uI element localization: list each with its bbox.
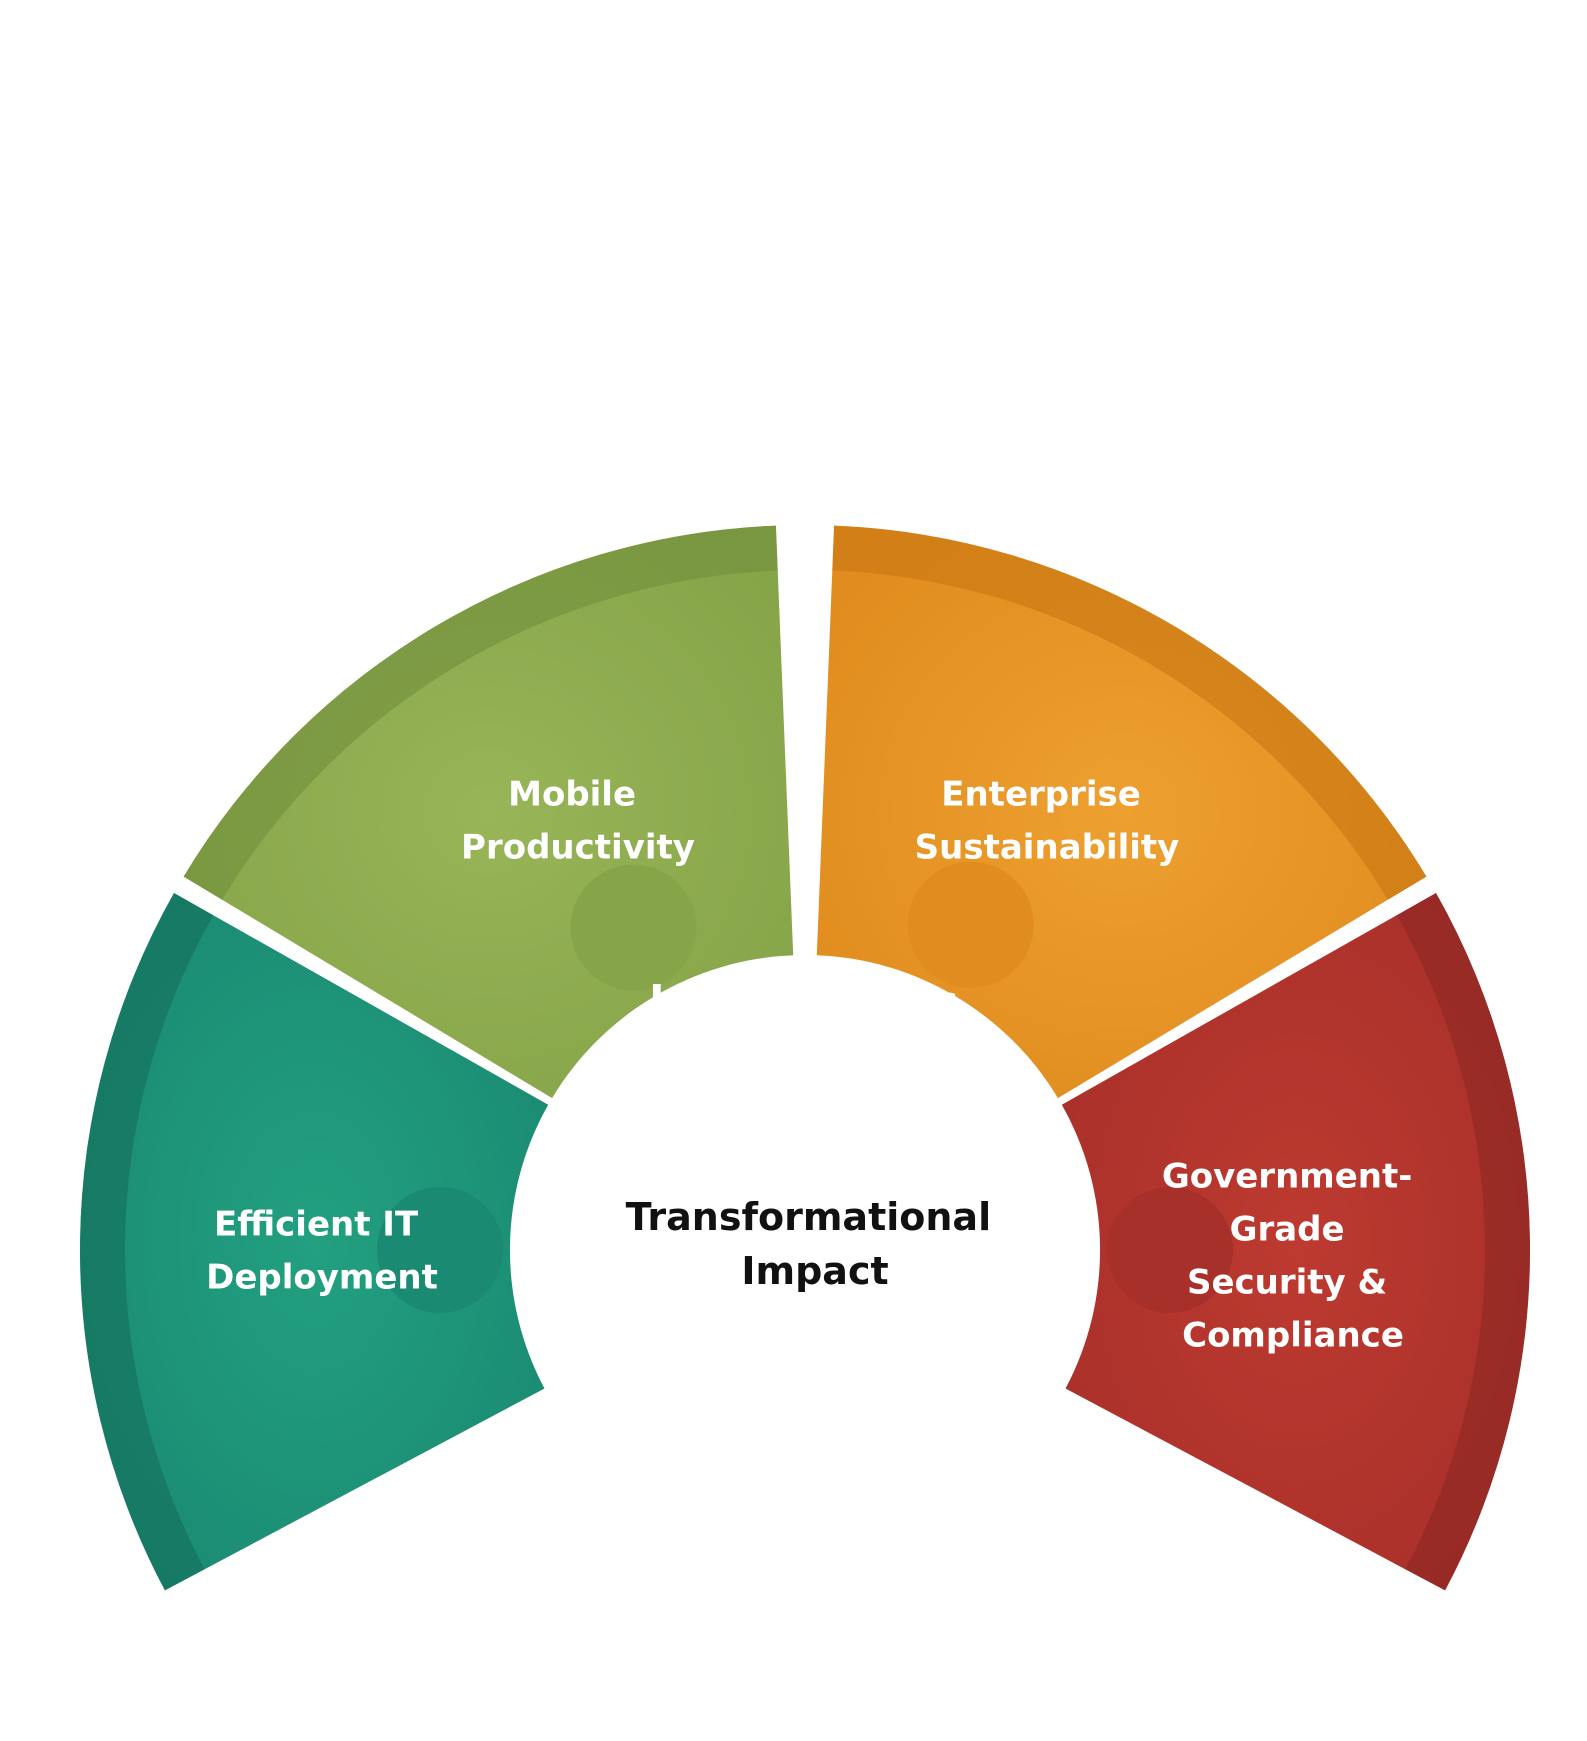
segment-b: b Mobile Productivity [183, 525, 794, 1099]
segment-b-tab [570, 864, 697, 991]
segment-d-rim [1396, 893, 1530, 1591]
segment-c-rim [832, 525, 1427, 900]
segment-d: d Government- Grade Security & Complianc… [1061, 893, 1530, 1591]
segment-b-rim [183, 525, 778, 900]
segment-d-tab [1107, 1187, 1233, 1313]
segment-a-tab [377, 1187, 503, 1313]
segment-a-shape [80, 893, 549, 1591]
segment-a-label: Efficient IT Deployment [206, 1205, 438, 1298]
segment-d-label: Government- Grade Security & Compliance [1162, 1157, 1424, 1356]
segment-c: c Enterprise Sustainability [816, 525, 1427, 1099]
segment-a: a Efficient IT Deployment [80, 893, 549, 1591]
segment-d-letter: d [1064, 1218, 1096, 1269]
segment-c-label: Enterprise Sustainability [915, 775, 1180, 868]
segment-b-label: Mobile Productivity [461, 775, 695, 868]
segment-b-letter: b [649, 977, 681, 1028]
segment-c-letter: c [932, 977, 958, 1028]
segment-d-shape [1061, 893, 1530, 1591]
segment-a-letter: a [515, 1230, 545, 1281]
segment-a-rim [80, 893, 214, 1591]
center-title: Transformational Impact [626, 1195, 1005, 1293]
segment-c-tab [907, 861, 1034, 988]
